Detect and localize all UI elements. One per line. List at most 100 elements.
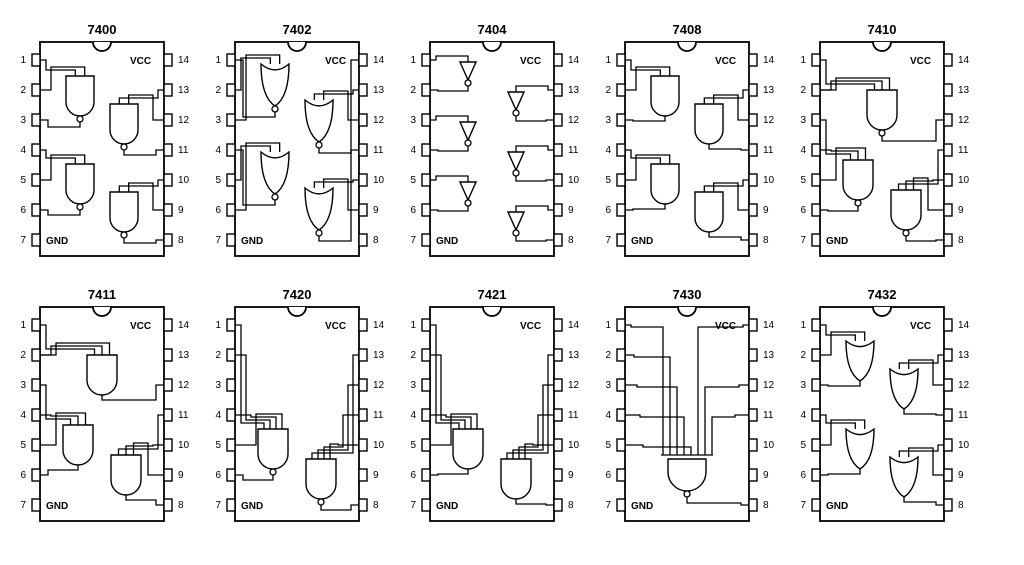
wire	[430, 175, 469, 182]
wire	[515, 205, 554, 212]
pin-right	[943, 83, 953, 97]
pin-right	[748, 378, 758, 392]
chip-part-number: 7408	[673, 22, 702, 37]
chip-body	[429, 306, 555, 522]
pin-number-left: 4	[800, 145, 806, 156]
nand-gate	[109, 103, 139, 145]
pin-left	[226, 53, 236, 67]
pin-left	[31, 53, 41, 67]
pin-number-left: 5	[410, 440, 416, 451]
pin-number-left: 5	[215, 175, 221, 186]
pin-right	[943, 53, 953, 67]
inverter-bubble	[76, 115, 84, 123]
chip-notch	[92, 306, 112, 317]
wire	[625, 149, 661, 164]
wire	[323, 178, 359, 211]
pin-right	[748, 438, 758, 452]
pin-right	[358, 348, 368, 362]
pin-number-left: 5	[20, 175, 26, 186]
pin-number-right: 9	[568, 470, 574, 481]
pin-number-right: 14	[958, 320, 970, 331]
pin-right	[553, 83, 563, 97]
pin-number-right: 11	[178, 410, 189, 421]
pin-number-right: 8	[568, 235, 574, 246]
pin-left	[226, 203, 236, 217]
pin-number-left: 5	[215, 440, 221, 451]
pin-left	[421, 113, 431, 127]
pin-number-right: 8	[958, 500, 964, 511]
pin-right	[943, 203, 953, 217]
pin-right	[358, 233, 368, 247]
pin-left	[226, 318, 236, 332]
wire	[323, 90, 359, 121]
pin-number-right: 13	[568, 85, 580, 96]
pin-number-left: 2	[215, 350, 221, 361]
pin-number-right: 10	[178, 175, 190, 186]
wire	[708, 144, 749, 151]
pin-number-right: 9	[568, 205, 574, 216]
pin-number-left: 1	[800, 320, 806, 331]
pin-left	[421, 233, 431, 247]
pin-number-right: 12	[958, 115, 970, 126]
pin-number-left: 6	[20, 470, 26, 481]
pin-number-left: 4	[20, 145, 26, 156]
wire	[125, 444, 164, 455]
wire	[311, 354, 359, 459]
pin-left	[811, 143, 821, 157]
chip-part-number: 7410	[868, 22, 897, 37]
wire	[711, 414, 749, 455]
chip-part-number: 7421	[478, 287, 507, 302]
pin-right	[943, 498, 953, 512]
pin-number-right: 9	[178, 205, 184, 216]
gnd-label: GND	[631, 501, 653, 512]
wire	[713, 94, 749, 121]
and-gate	[694, 191, 724, 233]
pin-right	[748, 348, 758, 362]
chip-part-number: 7411	[88, 287, 116, 302]
nand-gate	[866, 89, 898, 131]
pin-right	[943, 143, 953, 157]
wire	[820, 59, 876, 90]
or-gate	[845, 339, 875, 382]
pin-number-right: 9	[373, 470, 379, 481]
wire	[625, 324, 664, 455]
pin-number-left: 7	[215, 235, 221, 246]
wire	[101, 384, 164, 401]
pin-number-left: 4	[800, 410, 806, 421]
pin-number-left: 3	[215, 380, 221, 391]
pin-left	[811, 318, 821, 332]
wire	[703, 179, 749, 192]
chip-part-number: 7400	[88, 22, 117, 37]
pin-left	[811, 53, 821, 67]
pin-number-right: 12	[763, 380, 775, 391]
wire	[40, 384, 72, 425]
pin-number-left: 6	[800, 205, 806, 216]
pin-right	[943, 173, 953, 187]
pin-number-left: 7	[800, 500, 806, 511]
pin-number-left: 2	[410, 350, 416, 361]
inverter-bubble	[317, 498, 325, 506]
wire	[235, 324, 265, 429]
pin-left	[616, 233, 626, 247]
pin-left	[31, 233, 41, 247]
inverter-bubble	[854, 199, 862, 207]
pin-left	[226, 233, 236, 247]
pin-number-left: 6	[605, 205, 611, 216]
pin-left	[226, 408, 236, 422]
wire	[40, 412, 87, 446]
pin-number-left: 2	[605, 350, 611, 361]
wire	[625, 116, 666, 122]
pin-left	[31, 83, 41, 97]
pin-left	[31, 408, 41, 422]
pin-right	[553, 408, 563, 422]
pin-left	[811, 438, 821, 452]
wire	[625, 154, 671, 181]
wire	[40, 154, 86, 181]
wire	[235, 54, 281, 121]
pin-number-left: 4	[410, 410, 416, 421]
pin-right	[748, 233, 758, 247]
nand-gate	[257, 428, 289, 470]
